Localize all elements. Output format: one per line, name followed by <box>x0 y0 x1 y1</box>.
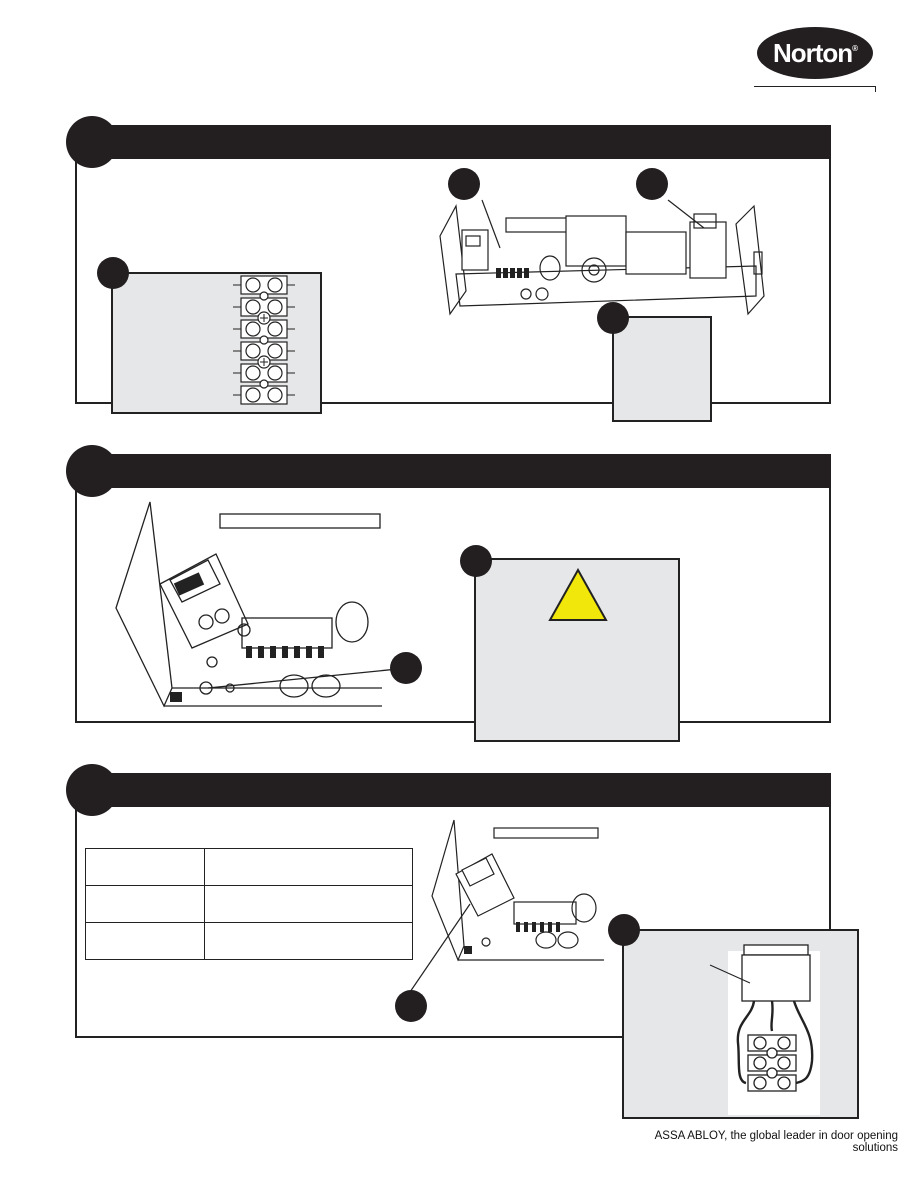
switch-location-illustration <box>428 818 618 964</box>
step-3-callout-a <box>395 990 427 1022</box>
switch-wiring-panel <box>622 929 859 1119</box>
step-3-number-circle <box>66 764 118 816</box>
warning-panel <box>474 558 680 742</box>
leader-line-icon <box>409 903 471 993</box>
table-row <box>85 848 413 886</box>
brand-name: Norton <box>772 37 853 68</box>
detail-panel-small <box>612 316 712 422</box>
step-2-callout-a <box>390 652 422 684</box>
terminal-strip-panel <box>111 272 322 414</box>
power-switch-illustration <box>112 498 412 712</box>
switch-assembly-icon <box>115 501 409 708</box>
step-2-header-bar <box>96 454 831 488</box>
terminal-strip-icon <box>233 275 295 405</box>
step-3-callout-b <box>608 914 640 946</box>
operator-illustration <box>436 196 766 318</box>
operator-drawing-icon <box>439 199 765 316</box>
spec-table <box>85 848 413 960</box>
step-1-callout-d <box>597 302 629 334</box>
step-1-header-bar <box>96 125 831 159</box>
step-1-callout-b <box>448 168 480 200</box>
step-1-callout-a <box>97 257 129 289</box>
step-1-number-circle <box>66 116 118 168</box>
table-row <box>85 885 413 923</box>
step-2-callout-b <box>460 545 492 577</box>
step-2-number-circle <box>66 445 118 497</box>
step-3-header-bar <box>96 773 831 807</box>
footer-tagline: ASSA ABLOY, the global leader in door op… <box>654 1130 898 1154</box>
table-row <box>85 922 413 960</box>
switch-location-icon <box>431 819 604 962</box>
step-1-callout-c <box>636 168 668 200</box>
switch-wiring-icon <box>709 944 820 1115</box>
warning-triangle-icon <box>548 568 608 621</box>
brand-registered: ® <box>852 43 858 53</box>
logo-oval-icon <box>757 27 873 79</box>
logo-rule <box>754 86 876 92</box>
norton-logo: Norton® <box>756 26 874 80</box>
